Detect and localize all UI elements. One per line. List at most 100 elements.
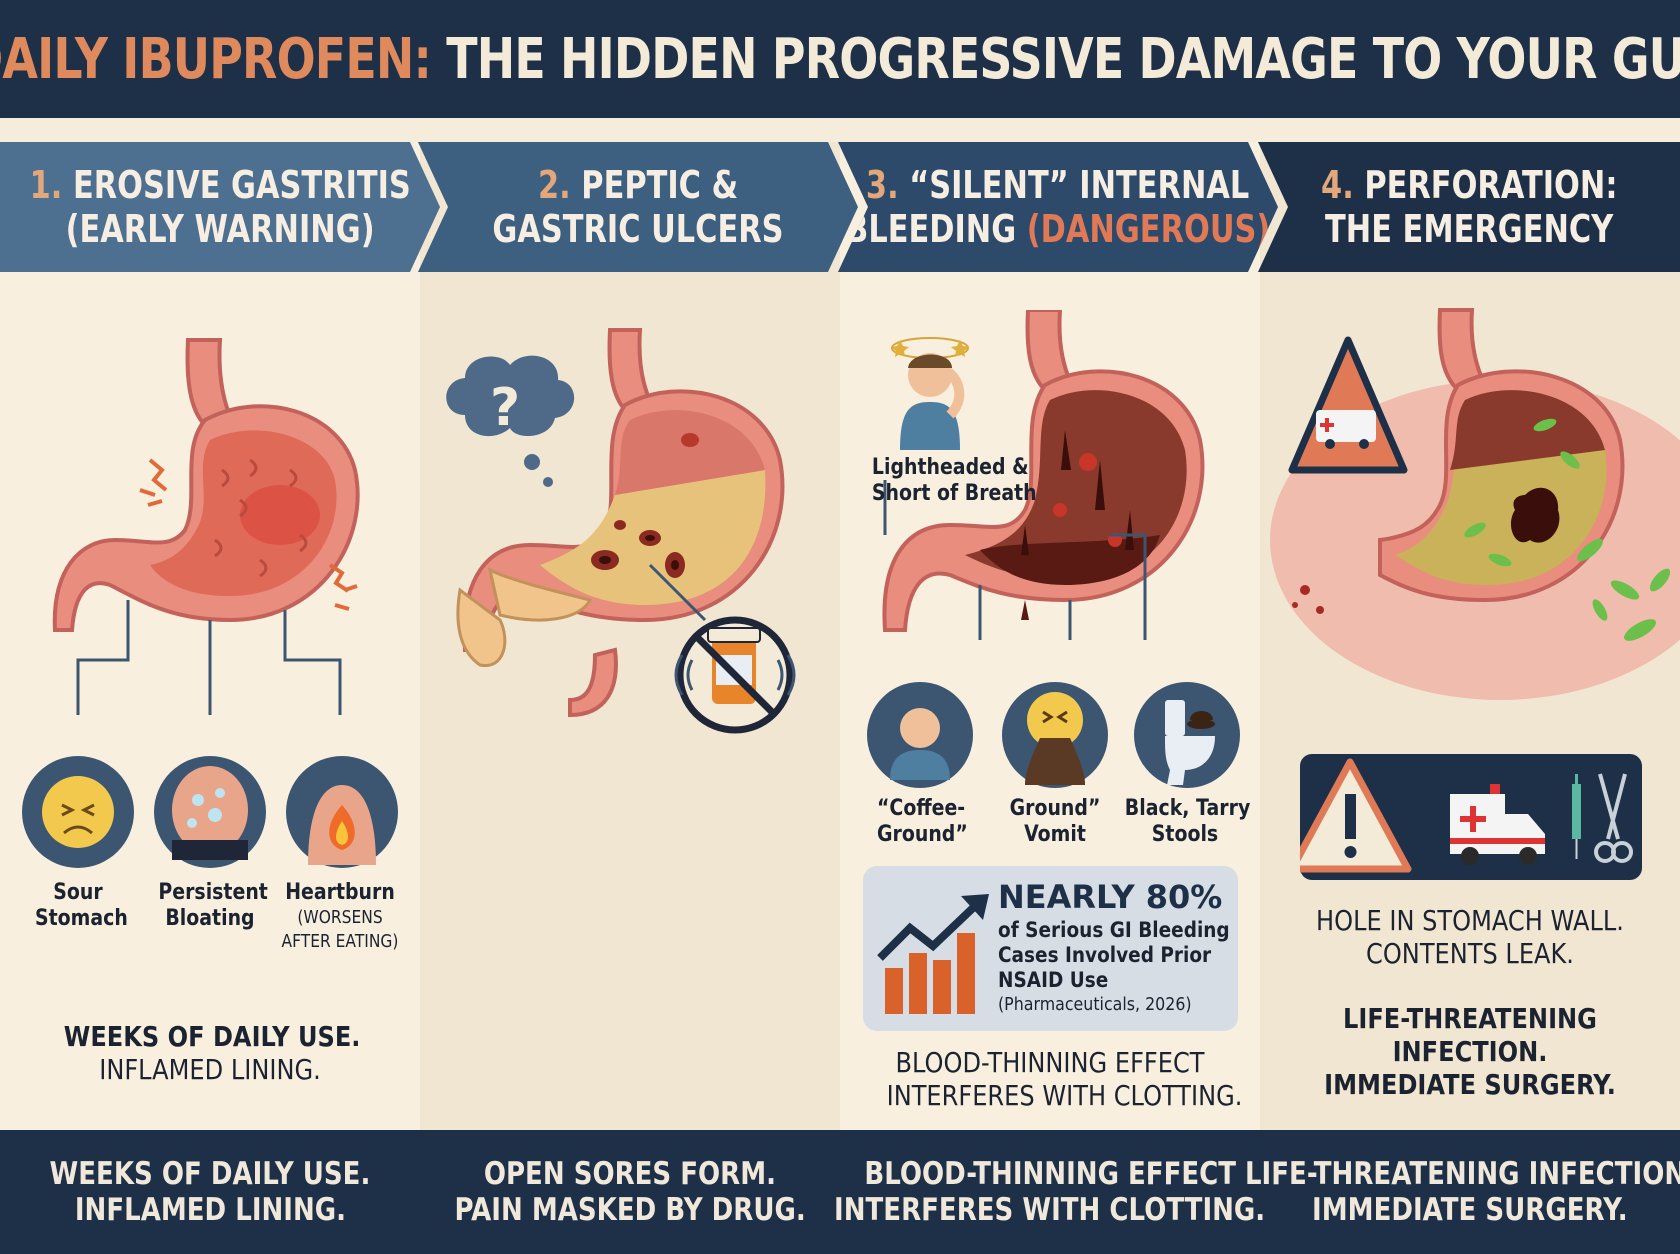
symptom-label-black-stools: Black, Tarry Stools: [1125, 796, 1250, 848]
stage-3-note: BLOOD-THINNING EFFECT INTERFERES WITH CL…: [886, 1046, 1243, 1112]
symptom-3-l2: (WORSENS: [297, 907, 383, 928]
question-thought-bubble-icon: ?: [446, 355, 575, 487]
top-gap: [0, 118, 1680, 142]
pain-lines-icon: [139, 458, 358, 611]
footer-cell-3: BLOOD-THINNING EFFECT INTERFERES WITH CL…: [834, 1130, 1265, 1254]
stage-4-note-a: HOLE IN STOMACH WALL. CONTENTS LEAK.: [1307, 904, 1634, 970]
symptom-3-l3: AFTER EATING): [281, 931, 399, 952]
ambulance-warning-triangle-icon: [1288, 336, 1408, 474]
stage-2-illustration: ?: [446, 328, 796, 734]
toilet-icon: [1134, 682, 1240, 788]
footer-2-l1: OPEN SORES FORM.: [483, 1156, 777, 1192]
symptom-1-l1: Sour: [53, 880, 103, 905]
stat-box: NEARLY 80% of Serious GI Bleeding Cases …: [863, 866, 1238, 1031]
title-rest: THE HIDDEN PROGRESSIVE DAMAGE TO YOUR GU…: [445, 26, 1680, 92]
svg-text:?: ?: [490, 378, 520, 438]
dizzy-person-icon: [867, 682, 973, 788]
stat-headline: NEARLY 80%: [998, 878, 1223, 916]
stat-desc-l2: Cases Involved Prior: [998, 943, 1212, 967]
warning-triangle-icon: [1288, 758, 1412, 873]
symptom-3-l1: Heartburn: [285, 880, 395, 905]
stage-2-banner: 2. PEPTIC & GASTRIC ULCERS: [418, 142, 858, 272]
s3-symptom-1-l2: Ground”: [877, 822, 968, 847]
footer-3-l1: BLOOD-THINNING EFFECT: [864, 1156, 1236, 1192]
symptom-1-l2: Stomach: [35, 906, 128, 931]
stage-1-symptom-icons: [22, 756, 398, 868]
stage-1-note-l2: INFLAMED LINING.: [99, 1053, 321, 1086]
stage-4-note-b: LIFE-THREATENING INFECTION. IMMEDIATE SU…: [1307, 1002, 1634, 1101]
symptom-label-vomit: Ground” Vomit: [1008, 796, 1103, 848]
stage-3-illustration: [882, 310, 1205, 640]
footer-cell-2: OPEN SORES FORM. PAIN MASKED BY DRUG.: [420, 1130, 840, 1254]
connector-line: [648, 563, 707, 622]
stage-4-banner: 4. PERFORATION: THE EMERGENCY: [1258, 142, 1680, 272]
footer-cell-1: WEEKS OF DAILY USE. INFLAMED LINING.: [0, 1130, 420, 1254]
no-pill-bottle-icon: [674, 616, 796, 734]
footer-4-l2: IMMEDIATE SURGERY.: [1312, 1192, 1628, 1228]
stat-citation: (Pharmaceuticals, 2026): [998, 994, 1192, 1015]
ulcerated-stomach-icon: [456, 328, 785, 718]
stage-1-note: WEEKS OF DAILY USE. INFLAMED LINING.: [63, 1020, 361, 1086]
footer-1-l1: WEEKS OF DAILY USE.: [49, 1156, 371, 1192]
stat-desc-l3: NSAID Use: [998, 968, 1109, 992]
bloated-belly-icon: [154, 756, 266, 868]
perforated-stomach-icon: [1292, 308, 1671, 641]
stage-1-title: EROSIVE GASTRITIS: [72, 163, 411, 207]
stage-columns: 1. EROSIVE GASTRITIS (EARLY WARNING) 2. …: [0, 118, 1680, 1130]
bleeding-stomach-icon: [882, 310, 1205, 632]
stage-4-subtitle: THE EMERGENCY: [1324, 207, 1614, 251]
s3-symptom-2-l1: Ground”: [1009, 796, 1101, 821]
stage-3-number: 3.: [866, 163, 900, 207]
ambulance-icon: [1450, 784, 1545, 865]
footer-1-l2: INFLAMED LINING.: [74, 1192, 346, 1228]
distressed-face-icon: [22, 756, 134, 868]
stage-3-note-l2: INTERFERES WITH CLOTTING.: [886, 1079, 1243, 1112]
stage-3-symptom-icons: [867, 682, 1240, 788]
stage-3-banner: 3. “SILENT” INTERNAL BLEEDING (DANGEROUS…: [838, 142, 1278, 272]
inflamed-stomach-icon: [52, 338, 360, 632]
stage-4-note-a-l2: CONTENTS LEAK.: [1366, 937, 1574, 970]
stage-3-note-l1: BLOOD-THINNING EFFECT: [895, 1046, 1205, 1079]
rising-chart-icon: [877, 894, 989, 1014]
page-title: DAILY IBUPROFEN: THE HIDDEN PROGRESSIVE …: [0, 27, 1680, 92]
stage-3-subtitle-a: BLEEDING: [845, 207, 1017, 251]
stat-desc-l1: of Serious GI Bleeding: [998, 918, 1230, 942]
symptom-label-coffee-ground: “Coffee- Ground”: [877, 796, 968, 848]
symptom-label-heartburn: Heartburn (WORSENS AFTER EATING): [280, 880, 400, 954]
stage-2-number: 2.: [537, 163, 571, 207]
s3-symptom-2-l2: Vomit: [1024, 822, 1086, 847]
symptom-2-l1: Persistent: [158, 880, 268, 905]
stage-1-illustration: [52, 338, 360, 715]
footer-3-l2: INTERFERES WITH CLOTTING.: [834, 1192, 1266, 1228]
stage-2-title: PEPTIC &: [581, 163, 739, 207]
stage-4-note-b-l2: INFECTION.: [1392, 1035, 1548, 1068]
emergency-icon-panel: [1288, 754, 1642, 880]
s3-symptom-3-l2: Stools: [1151, 822, 1219, 847]
header: DAILY IBUPROFEN: THE HIDDEN PROGRESSIVE …: [0, 0, 1680, 118]
dizzy-person-icon: [891, 337, 969, 450]
stage-1-number: 1.: [29, 163, 63, 207]
chest-fire-icon: [286, 756, 398, 868]
stage-4-note-b-l1: LIFE-THREATENING: [1343, 1002, 1597, 1035]
footer-2-l2: PAIN MASKED BY DRUG.: [454, 1192, 806, 1228]
stage-4-note-a-l1: HOLE IN STOMACH WALL.: [1316, 904, 1624, 937]
stage-1-subtitle: (EARLY WARNING): [65, 207, 375, 251]
connector-lines: [76, 600, 342, 715]
title-highlight: DAILY IBUPROFEN:: [0, 26, 431, 92]
syringe-icon: [1572, 774, 1581, 859]
callout-l2: Short of Breath: [871, 481, 1037, 506]
stage-4-illustration: [1270, 308, 1680, 700]
scissors-icon: [1594, 773, 1633, 863]
stage-4-note-b-l3: IMMEDIATE SURGERY.: [1324, 1068, 1616, 1101]
stage-4-number: 4.: [1320, 163, 1354, 207]
symptom-2-l2: Bloating: [165, 906, 255, 931]
symptom-label-sour-stomach: Sour Stomach: [35, 880, 128, 932]
stage-2-subtitle: GASTRIC ULCERS: [492, 207, 784, 251]
footer-cell-4: LIFE-THREATENING INFECTION. IMMEDIATE SU…: [1244, 1130, 1680, 1254]
footer-4-l1: LIFE-THREATENING INFECTION.: [1244, 1156, 1680, 1192]
stage-4-title: PERFORATION:: [1364, 163, 1618, 207]
stage-3-title: “SILENT” INTERNAL: [909, 163, 1250, 207]
stage-1-note-l1: WEEKS OF DAILY USE.: [63, 1020, 361, 1053]
s3-symptom-1-l1: “Coffee-: [877, 796, 966, 821]
stat-description: of Serious GI Bleeding Cases Involved Pr…: [998, 918, 1230, 993]
